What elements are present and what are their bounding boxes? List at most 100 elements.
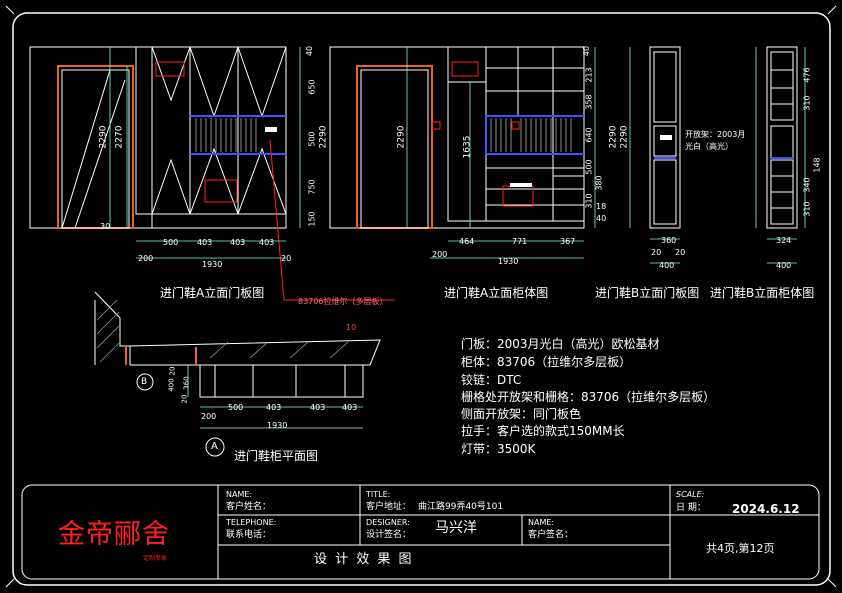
- designer-en-label: DESIGNER:: [366, 518, 410, 527]
- name2-en-label: NAME:: [528, 518, 555, 527]
- spec-light-strip: 灯带：3500K: [461, 442, 536, 456]
- dim-a-width-3: 403: [259, 238, 275, 247]
- dim-c-width-0: 464: [459, 237, 475, 246]
- view-a-dimensions: [109, 47, 301, 259]
- dim-c-right-7: 18: [596, 202, 607, 211]
- design-effect-label: 设 计 效 果 图: [314, 552, 414, 567]
- dim-c-right-3: 640: [584, 127, 594, 143]
- dim-c-width-1: 771: [512, 237, 528, 246]
- view-title-b-door: 进门鞋B立面门板图: [595, 286, 700, 300]
- dim-a-height-door: 2270: [114, 125, 125, 149]
- dim-b-total: 400: [659, 261, 675, 270]
- dim-c-right-2: 358: [584, 94, 594, 110]
- dim-a-height-right: 2290: [318, 125, 329, 149]
- dim-a-width-0: 500: [163, 238, 179, 247]
- spec-cabinet-body: 柜体：83706（拉维尔多层板）: [461, 355, 632, 369]
- dim-bc-right-2: 148: [812, 157, 822, 173]
- dim-plan-total: 1930: [267, 421, 288, 430]
- red-leader-note: 83706拉维尔（多层板）: [298, 297, 388, 306]
- scale-label: SCALE:: [676, 490, 705, 499]
- dim-c-right-4: 500: [584, 159, 594, 175]
- dim-plan-depth-2: 400: [167, 378, 176, 392]
- corner-marks: [5, 5, 837, 588]
- dim-b-height-total: 2290: [619, 125, 630, 149]
- view-title-a-door: 进门鞋A立面门板图: [160, 286, 265, 300]
- dim-plan-depth-1: 360: [182, 376, 191, 390]
- view-title-b-cabinet: 进门鞋B立面柜体图: [710, 286, 815, 300]
- dim-a-width-1: 403: [197, 238, 213, 247]
- view-b-door-elevation: [649, 46, 681, 229]
- dim-bc-right-3: 340: [802, 177, 812, 193]
- phone-label: 联系电话：: [226, 530, 272, 540]
- view-a-cabinet-elevation: [329, 46, 585, 229]
- dim-plan-left-offset: 200: [201, 412, 217, 421]
- open-shelf-note-2: 光白（高光）: [685, 142, 733, 151]
- dim-c-height-total: 2290: [396, 125, 407, 149]
- plan-dimensions: [187, 365, 363, 429]
- view-title-plan: 进门鞋柜平面图: [234, 449, 319, 463]
- view-c-dimensions: [406, 47, 596, 259]
- dim-a-height-total: 2290: [98, 125, 109, 149]
- spec-side-shelf: 侧面开放架：同门板色: [461, 407, 582, 421]
- spec-handle: 拉手：客户选的款式150MM长: [461, 424, 625, 438]
- dim-c-right-8: 40: [596, 214, 607, 223]
- dim-b-offset-1: 20: [675, 248, 686, 257]
- dim-c-right-5: 380: [594, 175, 604, 191]
- dim-bc-right-1: 310: [802, 95, 812, 111]
- dim-a-left-offset: 200: [138, 254, 154, 263]
- spec-door-panel: 门板：2003月光白（高光）欧松基材: [461, 337, 660, 351]
- dim-a-right-0: 40: [305, 45, 315, 57]
- date-label: 日 期：: [676, 503, 706, 513]
- telephone-en-label: TELEPHONE:: [226, 518, 277, 527]
- dim-b-offset-0: 20: [651, 248, 662, 257]
- page-count: 共4页,第12页: [706, 542, 775, 555]
- dim-plan-depth-0: 20: [168, 366, 177, 376]
- dim-a-base: 30: [100, 222, 111, 231]
- dim-a-right-3: 750: [307, 179, 317, 195]
- view-c-louvers: [490, 118, 572, 152]
- dim-bc-total: 400: [776, 261, 792, 270]
- spec-hinge: 铰链：DTC: [461, 373, 522, 387]
- dim-b-width: 360: [661, 236, 677, 245]
- dim-c-right-0: 40: [582, 45, 592, 57]
- section-b-marker: B: [141, 377, 148, 387]
- view-a-door-elevation: [29, 46, 395, 301]
- section-a-marker: A: [211, 441, 218, 452]
- dim-plan-depth-3: 20: [180, 394, 189, 404]
- dim-plan-width-1: 403: [266, 403, 282, 412]
- plan-hatch: [96, 299, 349, 363]
- client-name-label: 客户姓名：: [226, 502, 272, 512]
- designer-sign-label: 设计签名：: [366, 530, 412, 540]
- client-sign-label: 客户签名：: [528, 530, 574, 540]
- dim-plan-width-2: 403: [310, 403, 326, 412]
- view-b-cabinet-elevation: [766, 46, 798, 229]
- dim-c-right-1: 213: [584, 67, 594, 83]
- dim-a-width-2: 403: [230, 238, 246, 247]
- brand-subtitle: 定制专家: [143, 555, 168, 562]
- designer-name: 马兴洋: [435, 520, 477, 536]
- dim-c-width-2: 367: [560, 237, 576, 246]
- dim-c-right-6: 310: [584, 193, 594, 209]
- name-en-label: NAME:: [226, 490, 253, 499]
- view-a-louvers: [195, 118, 257, 152]
- dim-a-total-width: 1930: [202, 260, 223, 269]
- dim-c-left-offset: 200: [432, 250, 448, 259]
- view-title-a-cabinet: 进门鞋A立面柜体图: [444, 286, 549, 300]
- plan-view: [94, 291, 381, 457]
- title-block: [21, 484, 820, 580]
- dim-bc-right-0: 476: [802, 67, 812, 83]
- dim-bc-width: 324: [776, 236, 792, 245]
- address-value: 曲江路99弄40号101: [418, 502, 504, 512]
- title-en-label: TITLE:: [366, 490, 391, 499]
- dim-plan-width-3: 403: [342, 403, 358, 412]
- view-b-dimensions: [629, 47, 806, 264]
- spec-grid-shelf: 栅格处开放架和栅格：83706（拉维尔多层板）: [461, 390, 716, 404]
- open-shelf-note-1: 开放架：2003月: [685, 130, 746, 139]
- dim-c-height-mid: 1635: [462, 135, 473, 159]
- dim-plan-width-0: 500: [228, 403, 244, 412]
- address-label: 客户地址：: [366, 502, 412, 512]
- dim-c-total-width: 1930: [498, 257, 519, 266]
- plan-red-dim: 10: [346, 323, 357, 332]
- dim-a-right-offset: 20: [281, 254, 292, 263]
